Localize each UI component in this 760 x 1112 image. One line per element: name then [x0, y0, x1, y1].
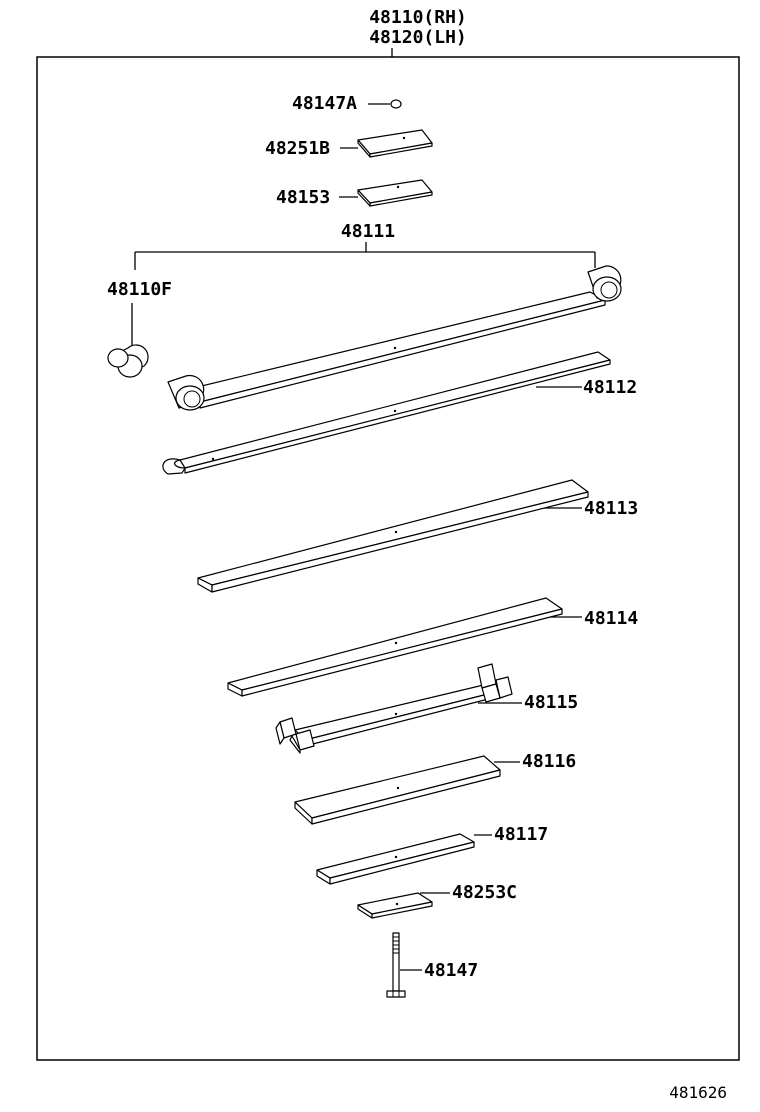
label-48115: 48115: [524, 692, 578, 713]
label-48251B: 48251B: [265, 138, 330, 159]
part-48111: 48111: [134, 221, 622, 411]
label-48253C: 48253C: [452, 882, 517, 903]
part-48147A: 48147A: [292, 93, 402, 114]
label-48153: 48153: [276, 187, 330, 208]
diagram-frame: [36, 56, 740, 1061]
assembly-label-rh: 48110(RH): [369, 7, 467, 28]
label-48117: 48117: [494, 824, 548, 845]
part-48113: 48113: [197, 479, 638, 593]
part-48115: 48115: [275, 663, 578, 754]
label-48147A: 48147A: [292, 93, 357, 114]
label-48110F: 48110F: [107, 279, 172, 300]
part-48253C: 48253C: [357, 882, 517, 919]
part-48114: 48114: [227, 597, 638, 697]
part-48112: 48112: [162, 351, 637, 475]
part-48110F: 48110F: [107, 279, 172, 378]
label-48116: 48116: [522, 751, 576, 772]
diagram-reference-number: 481626: [669, 1083, 727, 1102]
label-48147: 48147: [424, 960, 478, 981]
part-48116: 48116: [294, 751, 576, 825]
part-48117: 48117: [316, 824, 548, 885]
assembly-label-lh: 48120(LH): [369, 27, 467, 48]
part-48251B: 48251B: [265, 129, 433, 159]
label-48114: 48114: [584, 608, 638, 629]
part-48147: 48147: [386, 932, 478, 998]
label-48111: 48111: [341, 221, 395, 242]
part-48153: 48153: [276, 179, 433, 208]
label-48113: 48113: [584, 498, 638, 519]
label-48112: 48112: [583, 377, 637, 398]
nut-48147A: [390, 99, 402, 109]
